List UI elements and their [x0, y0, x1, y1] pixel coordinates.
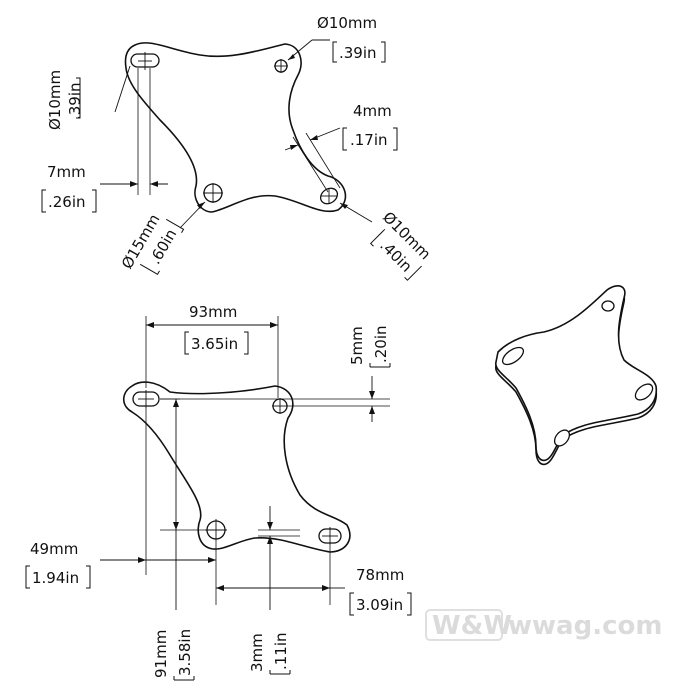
svg-text:7mm: 7mm — [47, 163, 86, 181]
label-7mm: 7mm .26in — [41, 163, 97, 213]
label-3mm: 3mm .11in — [248, 632, 291, 675]
label-d10-top-right: Ø10mm .39in — [317, 14, 386, 63]
svg-text:3.65in: 3.65in — [191, 335, 238, 353]
label-d10-bottom-right: Ø10mm .40in — [369, 208, 434, 281]
iso-hole-bottom-left — [553, 429, 571, 447]
watermark-site: wwag.com — [508, 611, 662, 641]
svg-text:78mm: 78mm — [356, 566, 404, 584]
front-view-dimensions — [100, 316, 390, 610]
svg-text:.39in: .39in — [66, 82, 84, 120]
front-view-part — [122, 381, 351, 553]
iso-plate-face — [495, 285, 658, 462]
top-view-part — [124, 42, 347, 213]
label-93mm: 93mm 3.65in — [184, 303, 249, 355]
watermark-logo: W&W — [432, 611, 512, 641]
watermark: W&W wwag.com — [425, 609, 662, 641]
top-plate-outline — [124, 42, 347, 213]
label-78mm: 78mm 3.09in — [349, 566, 412, 616]
svg-text:3.58in: 3.58in — [176, 629, 194, 676]
label-d10-left: Ø10mm .39in — [46, 70, 84, 130]
watermark-logo-box — [425, 609, 503, 641]
label-4mm: 4mm .17in — [342, 102, 398, 151]
front-plate-outline — [122, 381, 351, 553]
label-49mm: 49mm 1.94in — [25, 540, 91, 589]
svg-text:.39in: .39in — [339, 44, 377, 62]
svg-text:.20in: .20in — [372, 325, 390, 363]
iso-hole-top — [601, 300, 615, 312]
label-5mm: 5mm .20in — [348, 325, 391, 368]
svg-text:.11in: .11in — [272, 632, 290, 670]
isometric-view-part — [495, 285, 658, 466]
svg-text:3mm: 3mm — [248, 633, 266, 672]
svg-text:3.09in: 3.09in — [356, 596, 403, 614]
svg-text:Ø10mm: Ø10mm — [46, 70, 64, 130]
svg-text:49mm: 49mm — [30, 540, 78, 558]
svg-text:5mm: 5mm — [348, 326, 366, 365]
label-d15: Ø15mm .60in — [118, 211, 185, 276]
label-91mm: 91mm 3.58in — [152, 629, 195, 681]
svg-text:Ø10mm: Ø10mm — [317, 14, 377, 32]
svg-text:1.94in: 1.94in — [32, 569, 79, 587]
iso-slot-right — [634, 383, 654, 401]
svg-text:4mm: 4mm — [353, 102, 392, 120]
iso-slot-left — [501, 346, 525, 366]
svg-text:.17in: .17in — [350, 131, 388, 149]
svg-text:.26in: .26in — [48, 193, 86, 211]
svg-text:91mm: 91mm — [152, 630, 170, 678]
svg-text:93mm: 93mm — [189, 303, 237, 321]
top-view-dimensions — [100, 39, 373, 229]
